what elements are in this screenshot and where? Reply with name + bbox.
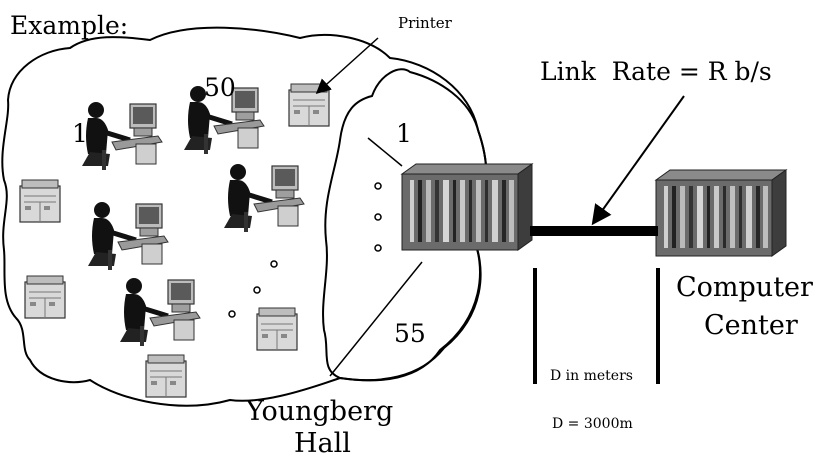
port-count-start: 1 xyxy=(396,119,412,148)
distance-value: D = 3000m xyxy=(552,416,633,432)
computer-center-label-line1: Computer xyxy=(676,272,813,303)
user-at-computer-icon xyxy=(224,164,304,232)
printer-icon xyxy=(24,275,66,319)
printer-label: Printer xyxy=(398,14,453,32)
printer-icon xyxy=(256,307,298,351)
link-bar xyxy=(530,226,658,236)
distance-label: D in meters xyxy=(550,368,633,384)
fan-line-bottom xyxy=(329,261,423,377)
router-rack-icon xyxy=(401,163,533,251)
user-at-computer-icon xyxy=(82,102,162,170)
printer-pointer xyxy=(315,37,379,95)
printer-icon xyxy=(288,83,330,127)
left-count-end: 50 xyxy=(204,73,236,102)
distance-marker-left xyxy=(533,268,537,384)
youngberg-hall-label-line2: Hall xyxy=(294,428,351,459)
link-rate-arrow xyxy=(591,95,685,226)
printer-icon xyxy=(145,354,187,398)
continuation-dots xyxy=(228,182,382,318)
example-label: Example: xyxy=(10,11,128,40)
computer-center-label-line2: Center xyxy=(704,310,798,341)
left-count-start: 1 xyxy=(72,119,88,148)
inner-cloud xyxy=(322,68,488,382)
router-rack-icon xyxy=(655,169,787,257)
link-rate-label: Link Rate = R b/s xyxy=(540,57,772,86)
user-at-computer-icon xyxy=(120,278,200,346)
user-at-computer-icon xyxy=(88,202,168,270)
fan-line-top xyxy=(367,137,403,167)
port-count-end: 55 xyxy=(394,319,426,348)
youngberg-hall-label-line1: Youngberg xyxy=(245,396,393,427)
outer-cloud xyxy=(1,26,488,407)
printer-icon xyxy=(19,179,61,223)
distance-marker-right xyxy=(656,268,660,384)
